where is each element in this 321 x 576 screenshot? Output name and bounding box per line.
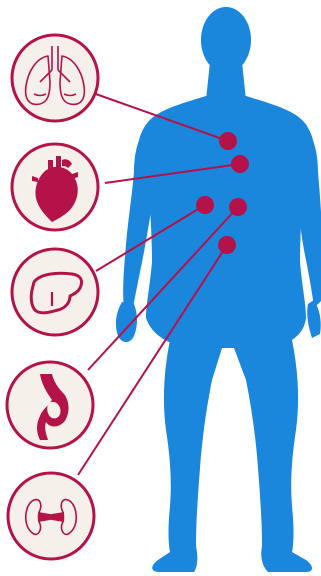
liver-marker: [196, 196, 214, 214]
liver-callout: [12, 249, 98, 335]
lungs-callout: [12, 35, 98, 121]
human-silhouette: [116, 7, 321, 572]
left-arm: [123, 122, 154, 312]
lungs-marker: [219, 132, 237, 150]
stomach-callout: [7, 362, 93, 448]
kidneys-callout: [8, 473, 94, 559]
right-leg: [234, 340, 312, 572]
kidneys-marker: [218, 236, 236, 254]
heart-callout: [12, 144, 98, 230]
heart-marker: [231, 155, 249, 173]
neck: [206, 62, 246, 100]
left-leg: [152, 340, 222, 572]
right-hand: [307, 300, 321, 338]
stomach-marker: [229, 198, 247, 216]
